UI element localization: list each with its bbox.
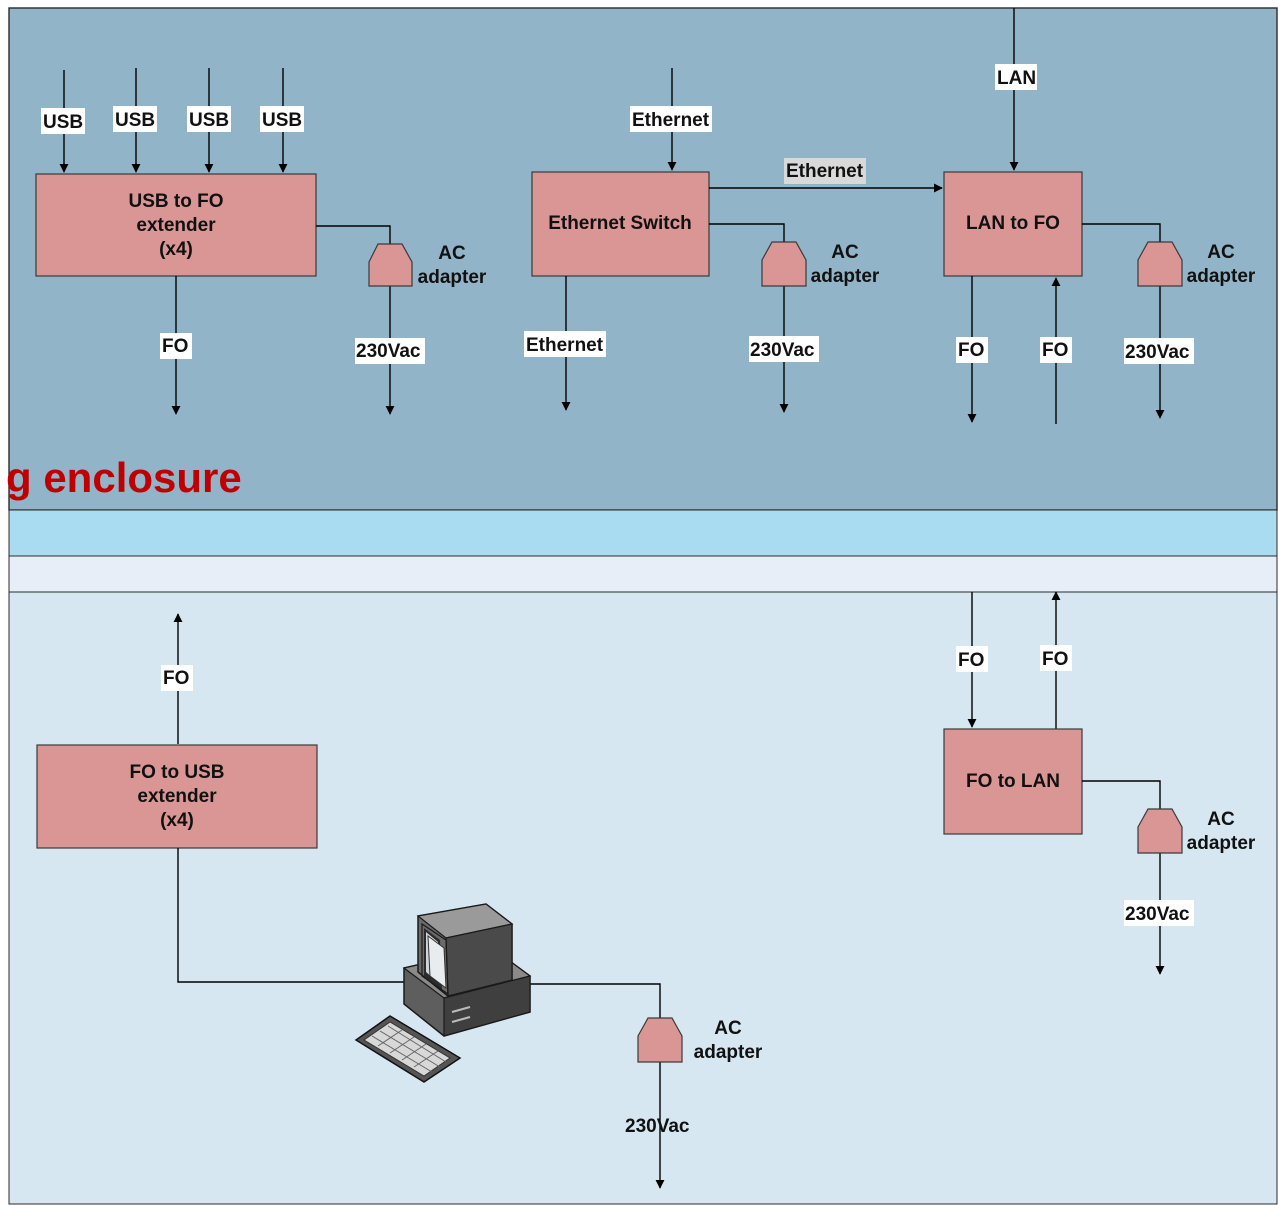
svg-text:FO: FO — [162, 336, 188, 357]
label-usb-1: USB — [41, 108, 85, 134]
ac-adapter-2-line1: AC — [831, 242, 859, 263]
label-power-2: 230Vac — [749, 336, 819, 362]
separator-band — [9, 510, 1277, 556]
label-power-3: 230Vac — [1124, 338, 1194, 364]
label-ethernet-link: Ethernet — [784, 158, 866, 184]
label-lan: LAN — [995, 64, 1037, 90]
ac-adapter-1-line1: AC — [438, 243, 466, 264]
svg-text:FO: FO — [163, 668, 189, 689]
desktop-computer-icon — [404, 904, 530, 1036]
label-fo-6: FO — [1040, 645, 1072, 671]
svg-text:USB: USB — [115, 110, 155, 131]
label-usb-4: USB — [260, 106, 304, 132]
usb-to-fo-line3: (x4) — [159, 239, 193, 260]
label-fo-1: FO — [160, 333, 192, 359]
svg-text:FO: FO — [958, 650, 984, 671]
label-fo-2: FO — [956, 337, 988, 363]
svg-text:FO: FO — [958, 340, 984, 361]
enclosure-title: g enclosure — [6, 454, 242, 501]
fo-to-lan-label: FO to LAN — [966, 771, 1060, 792]
ethernet-switch-label: Ethernet Switch — [548, 213, 692, 234]
ac-adapter-4-line2: adapter — [1187, 833, 1256, 854]
svg-text:USB: USB — [262, 110, 302, 131]
label-ethernet-out: Ethernet — [524, 331, 606, 357]
svg-text:230Vac: 230Vac — [356, 341, 421, 362]
ac-adapter-3-line1: AC — [1207, 242, 1235, 263]
svg-text:230Vac: 230Vac — [750, 340, 815, 361]
ac-adapter-5-line2: adapter — [694, 1042, 763, 1063]
label-power-4: 230Vac — [1124, 900, 1194, 926]
svg-text:230Vac: 230Vac — [625, 1116, 690, 1137]
svg-text:230Vac: 230Vac — [1125, 342, 1190, 363]
label-power-1: 230Vac — [355, 338, 425, 364]
ac-adapter-3-line2: adapter — [1187, 266, 1256, 287]
fo-to-usb-line3: (x4) — [160, 810, 194, 831]
svg-text:FO: FO — [1042, 340, 1068, 361]
ac-adapter-2-line2: adapter — [811, 266, 880, 287]
ac-adapter-4-line1: AC — [1207, 809, 1235, 830]
label-power-5: 230Vac — [624, 1112, 694, 1138]
label-usb-3: USB — [187, 106, 231, 132]
label-fo-4: FO — [161, 665, 193, 691]
svg-text:FO: FO — [1042, 649, 1068, 670]
label-usb-2: USB — [113, 106, 157, 132]
fo-to-usb-line2: extender — [137, 786, 217, 807]
svg-text:USB: USB — [189, 110, 229, 131]
ac-adapter-1-line2: adapter — [418, 267, 487, 288]
label-fo-5: FO — [956, 646, 988, 672]
usb-to-fo-line2: extender — [136, 215, 216, 236]
usb-to-fo-line1: USB to FO — [129, 191, 224, 212]
label-ethernet-in: Ethernet — [630, 106, 712, 132]
lan-to-fo-label: LAN to FO — [966, 213, 1060, 234]
fo-to-usb-line1: FO to USB — [130, 762, 225, 783]
svg-text:Ethernet: Ethernet — [786, 161, 864, 182]
svg-text:230Vac: 230Vac — [1125, 904, 1190, 925]
svg-text:USB: USB — [43, 112, 83, 133]
svg-text:LAN: LAN — [997, 68, 1036, 89]
svg-text:Ethernet: Ethernet — [632, 110, 710, 131]
separator-strip — [9, 556, 1277, 592]
ac-adapter-5-line1: AC — [714, 1018, 742, 1039]
label-fo-3: FO — [1040, 337, 1072, 363]
svg-text:Ethernet: Ethernet — [526, 335, 604, 356]
